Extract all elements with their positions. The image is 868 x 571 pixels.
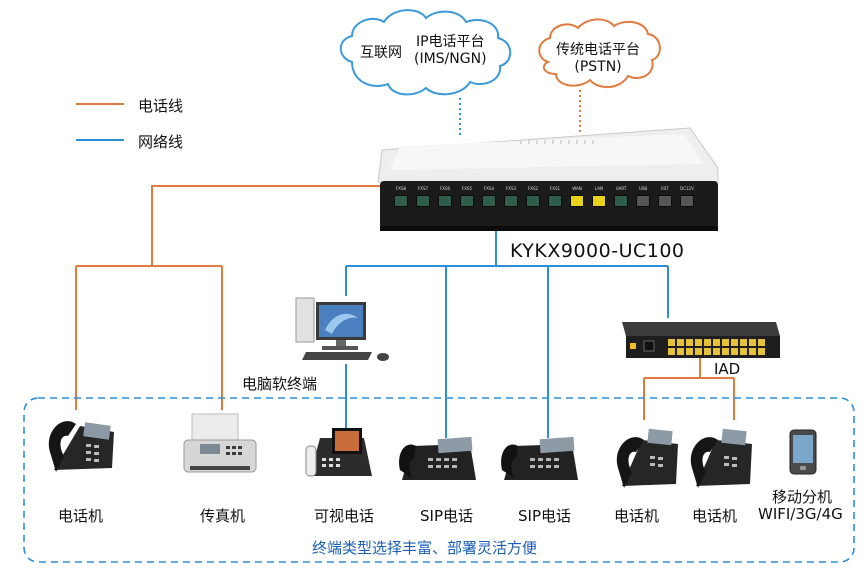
- pc-illustration: [295, 297, 389, 361]
- gateway-port-jack: [548, 195, 562, 207]
- terminal-label-sip-phone-1: SIP电话: [420, 507, 473, 525]
- gateway-port-label: RST: [661, 186, 669, 191]
- gateway-port-fxs6: FXS6: [436, 186, 454, 207]
- terminal-group-frame: [23, 397, 855, 563]
- terminal-label-desk-phone-2: 电话机: [614, 507, 660, 525]
- sip-phone-1: [399, 436, 476, 480]
- gateway-port-fxs3: FXS3: [502, 186, 520, 207]
- gateway-port-jack: [570, 195, 584, 207]
- gateway-port-label: FXS3: [505, 186, 517, 191]
- gateway-port-panel: FXS8 FXS7 FXS6 FXS5 FXS4 FXS3 FXS2 FXS1 WAN LAN UA…: [392, 186, 712, 226]
- ip-platform-line2: (IMS/NGN): [414, 51, 487, 67]
- gateway-port-uart: UART: [612, 186, 630, 207]
- terminal-label-mobile-sub: WIFI/3G/4G: [758, 505, 843, 523]
- ip-platform-line1: IP电话平台: [415, 34, 485, 50]
- desk-phone-1: [48, 421, 114, 472]
- gateway-port-jack: [438, 195, 452, 207]
- legend-phone-line: 电话线: [138, 97, 184, 115]
- fax-machine: [183, 413, 257, 473]
- desk-phone-3: [690, 428, 752, 488]
- internet-cloud: [339, 9, 512, 96]
- pc-softphone-label: 电脑软终端: [242, 375, 318, 393]
- gateway-port-jack: [636, 195, 650, 207]
- terminal-caption: 终端类型选择丰富、部署灵活方便: [312, 539, 538, 557]
- gateway-port-fxs4: FXS4: [480, 186, 498, 207]
- iad-illustration: [622, 322, 780, 358]
- gateway-model-label: KYKX9000-UC100: [510, 240, 685, 262]
- gateway-port-jack: [592, 195, 606, 207]
- gateway-port-label: DC12V: [680, 186, 694, 191]
- gateway-port-jack: [482, 195, 496, 207]
- pstn-cloud: [538, 18, 661, 88]
- terminal-label-video-phone: 可视电话: [314, 507, 375, 525]
- gateway-port-jack: [394, 195, 408, 207]
- gateway-port-label: FXS6: [439, 186, 451, 191]
- gateway-port-wan: WAN: [568, 186, 586, 207]
- gateway-port-fxs5: FXS5: [458, 186, 476, 207]
- gateway-port-label: FXS7: [417, 186, 429, 191]
- pstn-line2: (PSTN): [574, 59, 622, 75]
- gateway-port-jack: [416, 195, 430, 207]
- terminal-label-sip-phone-2: SIP电话: [518, 507, 571, 525]
- ip-platform-label: IP电话平台 (IMS/NGN): [414, 34, 487, 68]
- iad-label: IAD: [714, 360, 741, 378]
- gateway-port-fxs2: FXS2: [524, 186, 542, 207]
- gateway-port-jack: [460, 195, 474, 207]
- desk-phone-2: [616, 428, 678, 488]
- legend-network-line: 网络线: [138, 133, 184, 151]
- gateway-port-label: FXS2: [527, 186, 539, 191]
- gateway-port-jack: [680, 195, 694, 207]
- gateway-port-label: UART: [615, 186, 627, 191]
- gateway-port-label: WAN: [572, 186, 582, 191]
- terminal-label-mobile: 移动分机: [772, 488, 833, 506]
- gateway-port-jack: [658, 195, 672, 207]
- gateway-port-rst: RST: [656, 186, 674, 207]
- terminal-label-desk-phone-3: 电话机: [692, 507, 738, 525]
- gateway-port-label: FXS1: [549, 186, 561, 191]
- video-phone: [305, 428, 372, 477]
- gateway-port-label: USB: [638, 186, 648, 191]
- gateway-port-label: FXS5: [461, 186, 473, 191]
- pstn-platform-label: 传统电话平台 (PSTN): [556, 42, 640, 76]
- mobile-phone: [789, 429, 817, 475]
- terminal-label-desk-phone-1: 电话机: [58, 507, 104, 525]
- gateway-port-lan: LAN: [590, 186, 608, 207]
- gateway-port-jack: [614, 195, 628, 207]
- gateway-port-usb: USB: [634, 186, 652, 207]
- gateway-port-label: FXS8: [395, 186, 407, 191]
- gateway-port-label: FXS4: [483, 186, 495, 191]
- network-lines: [345, 231, 669, 438]
- gateway-port-fxs1: FXS1: [546, 186, 564, 207]
- gateway-port-jack: [526, 195, 540, 207]
- pstn-line1: 传统电话平台: [556, 42, 640, 58]
- gateway-port-label: LAN: [594, 186, 604, 191]
- gateway-port-jack: [504, 195, 518, 207]
- gateway-port-dc12v: DC12V: [678, 186, 696, 207]
- phone-lines: [75, 185, 735, 420]
- gateway-port-fxs8: FXS8: [392, 186, 410, 207]
- terminal-label-fax: 传真机: [200, 507, 246, 525]
- sip-phone-2: [501, 436, 578, 480]
- gateway-port-fxs7: FXS7: [414, 186, 432, 207]
- internet-cloud-label: 互联网: [360, 45, 402, 61]
